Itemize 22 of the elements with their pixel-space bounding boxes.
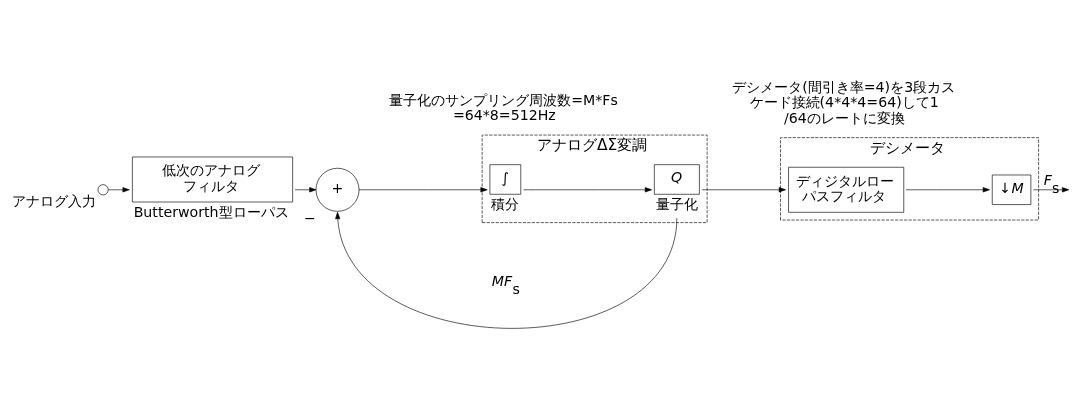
arrow [1033,187,1070,193]
label: デシメータ(間引き率=4)を3段カスケード接続(4*4*4=64)して1/64のレートに変換 [732,78,956,126]
node-label: 量子化 [655,196,698,213]
node-label: Butterworth型ローパス [133,204,289,221]
arrow [523,187,652,193]
node-box: ディジタルローパスフィルタ [788,166,905,213]
node-box: ↓M [991,174,1032,205]
node-box: 低次のアナログフィルタ [132,156,293,203]
arrow [108,187,130,193]
node-box: Q [654,164,700,195]
label: 量子化のサンプリング周波数=M*Fs=64*8=512Hz [389,91,618,124]
arrow [335,212,678,329]
node-circle: + [315,167,360,212]
node-box: ∫ [489,164,522,195]
arrow [701,187,786,193]
node-label: − [303,209,316,226]
node-circle [97,184,109,196]
arrow [358,187,488,193]
node-label: 積分 [491,196,520,213]
arrow [294,187,317,193]
arrow [905,187,990,193]
node-label: アナログ入力 [11,193,96,210]
